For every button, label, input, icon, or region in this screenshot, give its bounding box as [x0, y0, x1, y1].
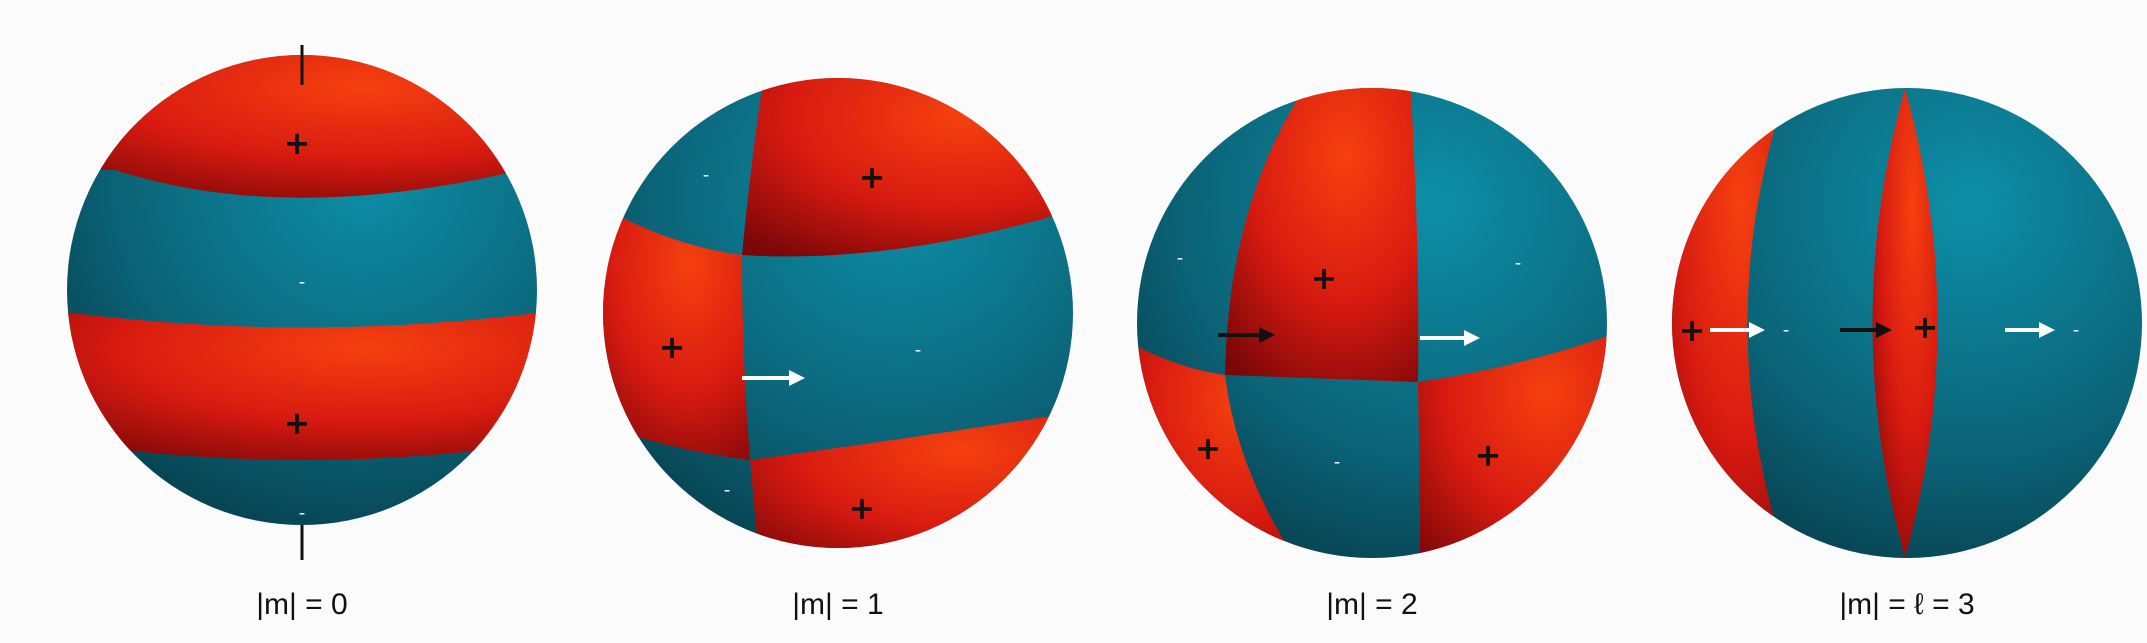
sign-marks: + + + + + + + + + + - - - - - - - - - - — [284, 124, 2080, 527]
minus-sign: - — [299, 503, 306, 524]
lobe-positive — [1872, 88, 1938, 558]
arrow — [1218, 327, 1275, 343]
panel-label-m3: |m| = ℓ = 3 — [1839, 588, 1975, 621]
minus-sign: - — [703, 165, 710, 186]
minus-sign: - — [915, 340, 922, 361]
rotation-arrows — [742, 322, 2055, 386]
arrow — [1710, 322, 1765, 338]
lobe-positive — [1225, 88, 1419, 382]
plus-sign: + — [284, 404, 311, 442]
arrow — [1840, 322, 1892, 338]
panel-label-m1: |m| = 1 — [792, 588, 884, 621]
arrow — [1420, 330, 1480, 346]
minus-sign: - — [1515, 253, 1522, 274]
minus-sign: - — [1177, 248, 1184, 269]
minus-sign: - — [1783, 320, 1790, 341]
arrow — [742, 370, 805, 386]
minus-sign: - — [299, 272, 306, 293]
plus-sign: + — [1679, 311, 1706, 349]
arrow — [2005, 322, 2055, 338]
panel-label-m0: |m| = 0 — [256, 588, 348, 621]
sphere-m2 — [1137, 88, 1607, 558]
plus-sign: + — [1311, 259, 1338, 297]
plus-sign: + — [1912, 308, 1939, 346]
minus-sign: - — [724, 480, 731, 501]
plus-sign: + — [1475, 436, 1502, 474]
plus-sign: + — [659, 328, 686, 366]
lobe-positive — [603, 200, 750, 460]
minus-sign: - — [2073, 320, 2080, 341]
lobe-positive — [67, 310, 537, 460]
sphere-m1 — [603, 78, 1073, 548]
plus-sign: + — [284, 124, 311, 162]
plus-sign: + — [1195, 429, 1222, 467]
sphere-m0 — [67, 55, 537, 525]
plus-sign: + — [859, 158, 886, 196]
panel-label-m2: |m| = 2 — [1326, 588, 1418, 621]
plus-sign: + — [849, 489, 876, 527]
minus-sign: - — [1334, 452, 1341, 473]
